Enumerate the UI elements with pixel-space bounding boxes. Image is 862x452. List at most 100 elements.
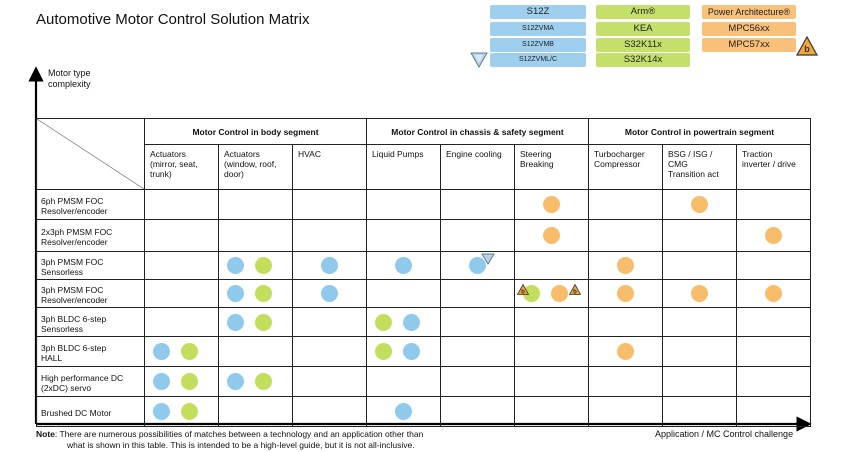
- green-dot: [375, 313, 392, 331]
- matrix-cell: [514, 396, 589, 427]
- legend-s12zvma: S12ZVMA: [490, 22, 586, 36]
- matrix-cell: [366, 279, 441, 308]
- matrix-cell: [292, 366, 367, 397]
- blue-dot: [227, 373, 244, 390]
- blue-dot: [153, 373, 170, 390]
- orange-dot: [617, 257, 634, 274]
- motor-type-label-line: HALL: [41, 353, 63, 363]
- blue-dot: [321, 285, 338, 302]
- orange-dot: [617, 343, 634, 360]
- blue-dot: [395, 257, 412, 274]
- matrix-cell: [366, 189, 441, 220]
- matrix-cell: [588, 366, 663, 397]
- blue-dot: [403, 313, 420, 331]
- svg-text:b: b: [573, 290, 577, 296]
- matrix-cell: [662, 396, 737, 427]
- orange-dot: [543, 227, 560, 244]
- motor-type-label-line: High performance DC: [41, 373, 124, 383]
- warning-triangle-icon: b: [796, 36, 818, 56]
- motor-type-label-line: 6ph PMSM FOC: [41, 196, 104, 206]
- matrix-cell: [662, 189, 737, 220]
- matrix-cell: [440, 336, 515, 367]
- matrix-cell: [144, 189, 219, 220]
- matrix-cell: [736, 307, 811, 337]
- matrix-cell: [292, 251, 367, 280]
- motor-type-label-line: Brushed DC Motor: [41, 408, 112, 418]
- page-title: Automotive Motor Control Solution Matrix: [36, 11, 310, 28]
- motor-type-label-line: 3ph BLDC 6-step: [41, 343, 107, 353]
- matrix-cell: [292, 336, 367, 367]
- application-header-line: Breaking: [520, 159, 554, 170]
- motor-type-label: Brushed DC Motor: [36, 396, 145, 427]
- motor-type-label: High performance DC(2xDC) servo: [36, 366, 145, 397]
- application-header-line: Actuators: [150, 149, 186, 160]
- matrix-cell: [144, 366, 219, 397]
- application-header-line: BSG / ISG /: [668, 149, 713, 160]
- motor-type-label-line: Sensorless: [41, 267, 84, 277]
- matrix-cell: [440, 251, 515, 280]
- application-header-line: (window, roof,: [224, 159, 277, 170]
- warning-triangle-icon: b: [516, 283, 530, 297]
- application-header-line: (mirror, seat,: [150, 159, 198, 170]
- blue-dot: [321, 257, 338, 274]
- matrix-cell: [440, 279, 515, 308]
- matrix-cell: [292, 279, 367, 308]
- blue-dot: [153, 343, 170, 360]
- warning-triangle-icon: b: [568, 283, 582, 297]
- corner-diagonal: [37, 119, 144, 189]
- matrix-cell: [366, 307, 441, 337]
- motor-type-label-line: Resolver/encoder: [41, 237, 108, 247]
- orange-dot: [617, 285, 634, 302]
- matrix-cell: [366, 396, 441, 427]
- matrix-cell: [662, 336, 737, 367]
- matrix-cell: [662, 251, 737, 280]
- blue-dot: [469, 257, 486, 274]
- application-header-line: Engine cooling: [446, 149, 502, 160]
- matrix-cell: [736, 396, 811, 427]
- matrix-cell: [292, 307, 367, 337]
- application-header: Engine cooling: [440, 144, 515, 190]
- matrix-cell: [218, 189, 293, 220]
- matrix-cell: [144, 251, 219, 280]
- matrix-cell: [514, 251, 589, 280]
- legend-kea: KEA: [596, 22, 690, 36]
- orange-dot: [765, 227, 782, 244]
- corner-cell: [36, 118, 145, 190]
- application-header: HVAC: [292, 144, 367, 190]
- matrix-cell: [144, 396, 219, 427]
- matrix-cell: [662, 366, 737, 397]
- green-dot: [181, 343, 198, 360]
- legend-arm: Arm®: [596, 5, 690, 19]
- s12zvml-triangle-icon: [470, 52, 488, 68]
- legend-mpc56xx: MPC56xx: [702, 22, 796, 36]
- matrix-cell: [662, 307, 737, 337]
- matrix-cell: [440, 189, 515, 220]
- application-header-line: Steering: [520, 149, 552, 160]
- green-dot: [255, 257, 272, 274]
- legend-power-architecture: Power Architecture®: [702, 5, 796, 19]
- matrix-cell: [292, 219, 367, 252]
- matrix-cell: [144, 336, 219, 367]
- legend-s12zvmlc: S12ZVML/C: [490, 53, 586, 67]
- matrix-cell: [218, 396, 293, 427]
- blue-dot: [227, 285, 244, 302]
- matrix-cell: [736, 251, 811, 280]
- svg-text:b: b: [804, 44, 810, 54]
- matrix-cell: [588, 251, 663, 280]
- blue-dot: [227, 257, 244, 274]
- footnote: Note: There are numerous possibilities o…: [36, 429, 424, 450]
- motor-type-label-line: Resolver/encoder: [41, 206, 108, 216]
- motor-type-label-line: 3ph PMSM FOC: [41, 285, 104, 295]
- matrix-cell: [736, 189, 811, 220]
- green-dot: [181, 403, 198, 420]
